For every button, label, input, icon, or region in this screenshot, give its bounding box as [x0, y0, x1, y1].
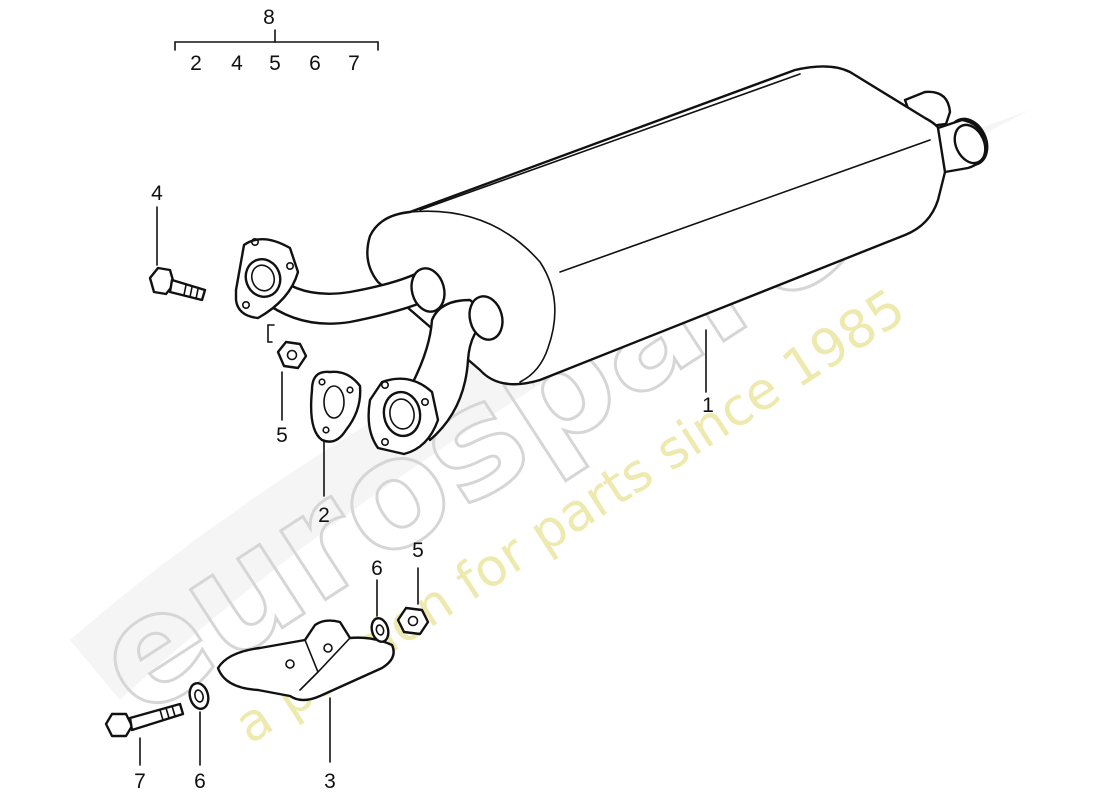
watermark-swoosh — [70, 110, 1030, 700]
nut-lower — [396, 606, 430, 636]
washer-lower — [370, 617, 390, 643]
callout-heat-shield: 3 — [324, 770, 336, 793]
callout-washer-left: 6 — [194, 770, 206, 793]
kit-item: 7 — [348, 52, 360, 75]
heat-shield — [216, 619, 395, 702]
kit-label: 8 — [263, 6, 275, 29]
kit-item: 6 — [309, 52, 321, 75]
washer-left — [188, 682, 210, 710]
callout-gasket: 2 — [318, 504, 330, 527]
nut-upper — [276, 340, 308, 370]
kit-item: 4 — [231, 52, 243, 75]
inlet-pipe-lower — [367, 295, 504, 456]
kit-item: 2 — [190, 52, 202, 75]
callout-nut-lower: 5 — [412, 539, 424, 562]
gasket — [309, 370, 362, 443]
bolt-upper — [148, 266, 207, 302]
leader-lines — [139, 206, 707, 766]
muffler — [366, 65, 989, 386]
callout-bolt-lower: 7 — [134, 770, 146, 793]
kit-item: 5 — [269, 52, 281, 75]
callouts: 1 2 3 4 5 5 6 6 7 — [134, 182, 714, 793]
callout-nut-upper: 5 — [276, 424, 288, 447]
callout-bolt-upper: 4 — [151, 182, 163, 205]
callout-muffler: 1 — [702, 394, 714, 417]
inlet-pipe-upper — [234, 238, 446, 325]
callout-washer-lower: 6 — [371, 557, 383, 580]
kit-bracket: 8 2 4 5 6 7 — [174, 6, 379, 75]
bolt-lower — [104, 702, 185, 738]
